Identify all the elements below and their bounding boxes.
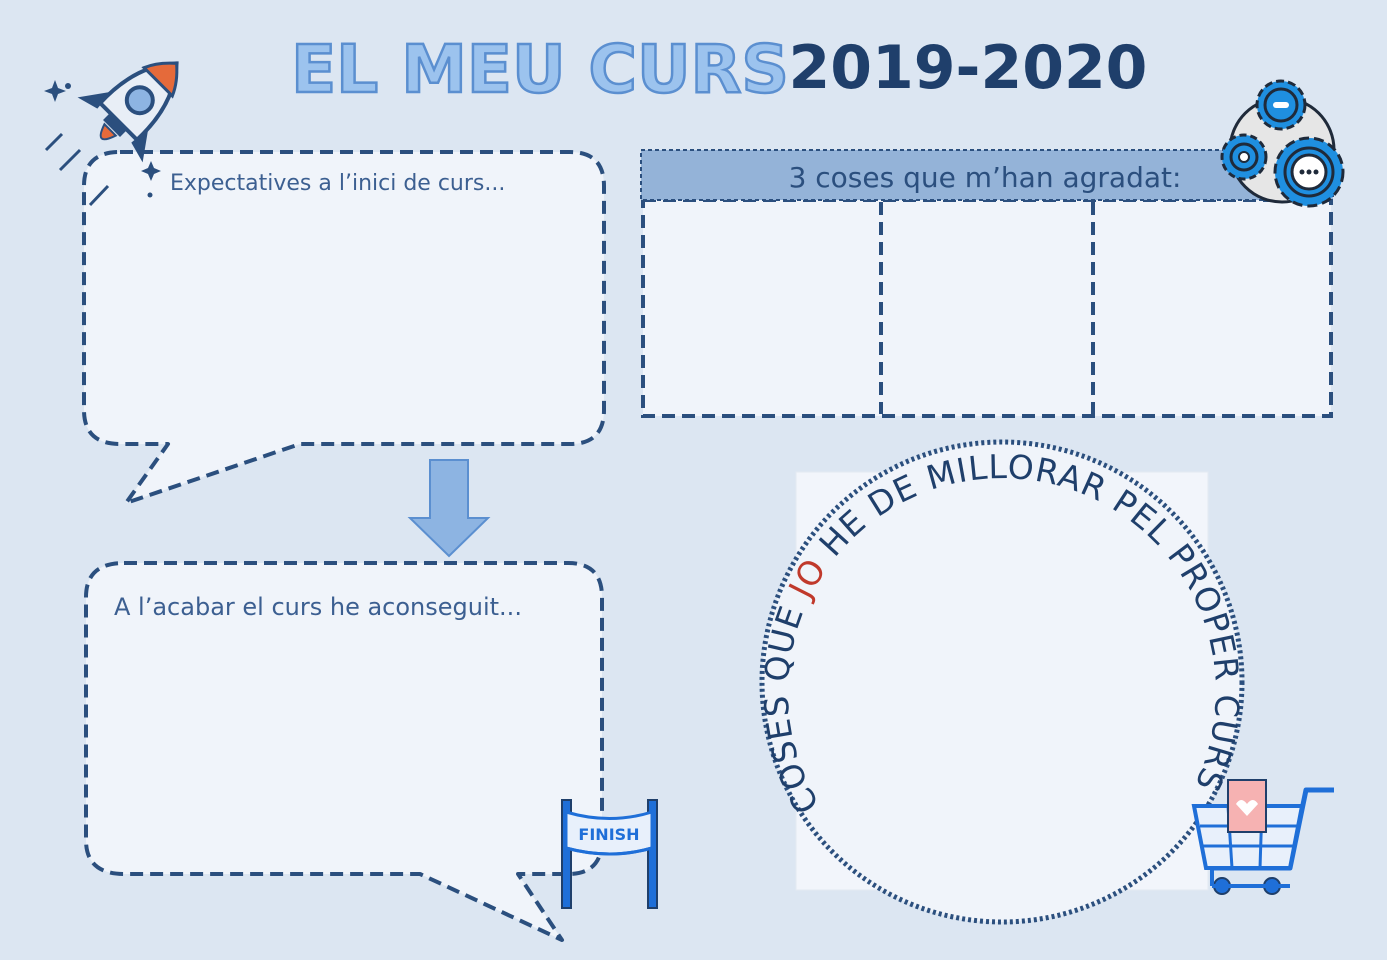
achieved-label: A l’acabar el curs he aconseguit...	[114, 593, 522, 621]
liked-header-band	[640, 149, 1334, 201]
title-main: EL MEU CURS	[291, 31, 789, 108]
achieved-box: A l’acabar el curs he aconseguit...	[84, 561, 604, 942]
expectations-box: Expectatives a l’inici de curs...	[82, 150, 606, 505]
liked-box: 3 coses que m’han agradat:	[640, 149, 1334, 418]
finish-line-icon: FINISH	[561, 799, 658, 909]
rocket-icon	[44, 61, 179, 207]
improve-circle: COSES QUE JO HE DE MILLORAR PEL PROPER C…	[757, 439, 1246, 925]
liked-label: 3 coses que m’han agradat:	[789, 161, 1182, 194]
shopping-cart-icon	[1191, 779, 1334, 895]
finish-banner-text: FINISH	[578, 825, 639, 844]
down-arrow-icon	[407, 459, 491, 558]
page-title: EL MEU CURS 2019-2020	[290, 30, 1148, 110]
improve-circle-border	[759, 439, 1245, 925]
expectations-label: Expectatives a l’inici de curs...	[170, 171, 505, 196]
title-year: 2019-2020	[789, 33, 1148, 103]
gears-icon	[1220, 79, 1345, 208]
